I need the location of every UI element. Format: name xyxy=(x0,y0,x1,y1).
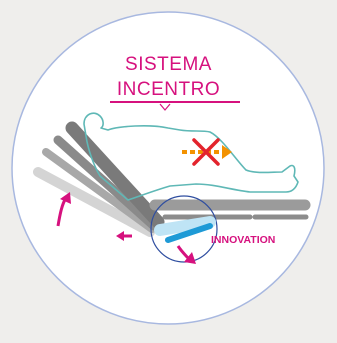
innovation-label: INNOVATION xyxy=(211,234,276,246)
title-underline xyxy=(110,101,240,103)
backrest-light xyxy=(33,167,155,237)
patient-outline xyxy=(83,112,299,201)
pivot-mechanism xyxy=(154,216,216,243)
backrest-mid-1 xyxy=(42,148,156,233)
title-line-2: INCENTRO xyxy=(116,79,221,100)
title-line-1: SISTEMA xyxy=(125,54,212,75)
background-circle xyxy=(11,11,325,325)
blocked-motion-icon xyxy=(182,138,232,166)
backrest-dark xyxy=(65,121,165,229)
rotate-arrow-icon xyxy=(56,192,71,227)
down-curved-arrow-icon xyxy=(176,245,196,264)
title-pointer xyxy=(159,103,171,111)
backrest-positions xyxy=(33,121,165,237)
backrest-mid-2 xyxy=(53,135,159,231)
left-arrow-icon xyxy=(116,231,132,241)
